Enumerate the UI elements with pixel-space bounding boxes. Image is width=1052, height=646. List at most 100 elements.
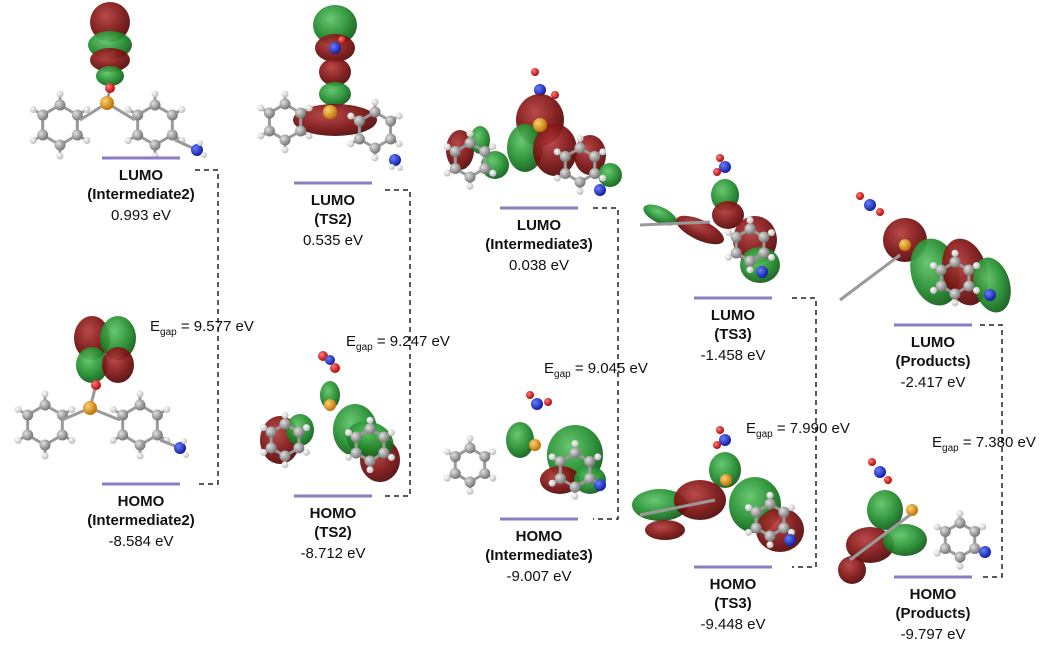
gap-label-ts3: Egap = 7.990 eV [746,420,850,440]
atom-O [105,83,115,93]
atom-C [969,526,981,537]
bond [839,253,901,302]
atom-H [443,143,451,151]
orbital-name: HOMO [309,505,357,522]
orbital-energy: -8.712 eV [300,545,366,562]
atom-H [389,164,395,170]
atom-C [449,468,461,479]
atom-C [935,264,947,276]
atom-C [279,134,291,146]
atom-H [41,452,49,460]
atom-C [963,264,975,276]
atom-H [489,474,497,482]
atom-H [302,424,310,432]
molecule-intermediate3-lumo [443,68,622,196]
molecule-ts2-homo [260,351,400,482]
atom-C [263,107,275,119]
atom-H [766,491,774,499]
orbital-energy: 0.535 eV [302,232,364,249]
orbital-name: LUMO [910,334,956,351]
molecule-intermediate2-lumo [29,2,207,160]
atom-C [369,142,381,154]
molecule-ts2-lumo [257,5,403,171]
atom-C [939,526,951,537]
orbital-lobe-negative [643,204,677,226]
atom-H [466,487,474,495]
atom-H [745,528,753,536]
atom-N [594,479,606,491]
atom-C [963,280,975,292]
atom-H [767,229,775,237]
atom-C [369,106,381,118]
orbital-energy: 0.993 eV [110,207,172,224]
gap-connector-ts2 [385,189,411,497]
orbital-energy: -8.584 eV [108,533,174,550]
atom-C [37,109,49,121]
atom-H [109,437,117,444]
atom-C [935,280,947,292]
atom-C [954,551,966,563]
atom-H [395,112,403,120]
atom-C [449,146,461,157]
orbital-lobe-negative [313,5,357,45]
atom-C [574,176,586,188]
atom-H [599,148,607,156]
atom-C [295,125,307,137]
gap-connector-products [980,324,1003,578]
atom-C [758,247,770,259]
atom-C [293,442,305,454]
atom-H [489,143,497,151]
atom-O [526,391,534,399]
atom-H [956,562,964,570]
orbital-name: LUMO [516,217,562,234]
bond [849,513,911,562]
atom-C [730,247,742,259]
species-name: (TS3) [714,326,752,343]
atom-C [750,506,762,518]
lumo-label-ts3: LUMO (TS3) -1.458 eV [678,306,788,365]
atom-C [778,522,790,534]
atom-C [449,163,461,174]
atom-P [533,118,547,132]
atom-C [569,481,581,493]
atom-H [151,90,159,98]
atom-H [201,152,207,158]
orbital-lobe-negative [973,257,1011,313]
orbital-lobe-positive [838,556,866,584]
atom-P [899,239,911,251]
atom-P [529,439,541,451]
atom-H [257,104,265,112]
orbital-name: LUMO [310,192,356,209]
orbital-energy: -9.448 eV [700,616,766,633]
species-name: (Products) [895,353,971,370]
atom-C [949,256,961,268]
atom-H [725,253,733,261]
gap-connector-intermediate2 [195,169,219,485]
atom-C [295,107,307,119]
homo-label-intermediate3: HOMO (Intermediate3) -9.007 eV [474,527,604,586]
atom-C [56,429,68,441]
atom-H [571,492,579,500]
atom-C [134,399,146,411]
atom-P [324,399,336,411]
atom-P [906,504,918,516]
atom-C [559,168,571,179]
atom-H [972,286,980,294]
atom-C [969,543,981,554]
species-name: (Intermediate2) [87,186,195,203]
atom-H [466,182,474,190]
gap-label-products: Egap = 7.380 eV [932,434,1036,454]
orbital-lobe-positive [293,104,377,136]
atom-H [930,262,938,270]
atom-C [149,99,161,111]
atom-H [68,406,76,413]
species-name: (Intermediate2) [87,512,195,529]
atom-C [263,125,275,137]
atom-H [14,406,22,413]
atom-C [464,171,476,183]
atom-H [725,229,733,237]
atom-H [930,286,938,294]
atom-H [281,411,289,419]
atom-C [589,151,601,162]
atom-O [338,36,346,44]
